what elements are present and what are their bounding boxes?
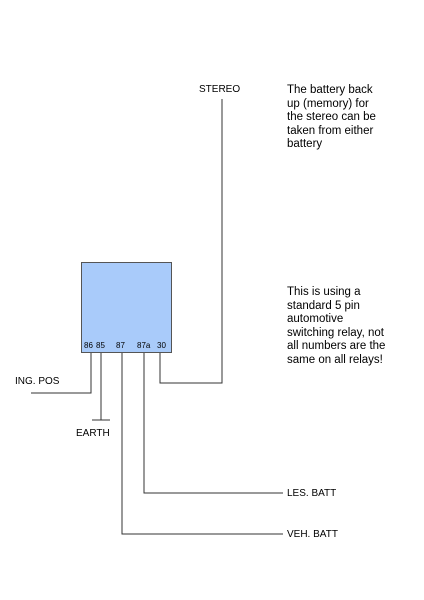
label-ign-pos: ING. POS bbox=[15, 376, 60, 387]
pin-label-86: 86 bbox=[84, 341, 93, 350]
wire-87a-les-batt bbox=[143, 353, 283, 494]
note-relay: This is using a standard 5 pin automotiv… bbox=[287, 286, 386, 366]
wire-86-ign-pos bbox=[31, 353, 92, 394]
label-les-batt: LES. BATT bbox=[287, 488, 337, 499]
wire-30-stereo bbox=[159, 99, 223, 384]
pin-label-87: 87 bbox=[116, 341, 125, 350]
pin-label-87a: 87a bbox=[137, 341, 151, 350]
label-earth: EARTH bbox=[76, 428, 110, 439]
pin-label-30: 30 bbox=[157, 341, 166, 350]
wire-87-veh-batt bbox=[121, 353, 283, 535]
label-veh-batt: VEH. BATT bbox=[287, 529, 338, 540]
label-stereo: STEREO bbox=[199, 84, 241, 95]
pin-label-85: 85 bbox=[96, 341, 105, 350]
note-memory: The battery back up (memory) for the ste… bbox=[287, 84, 376, 150]
relay-box bbox=[81, 262, 172, 353]
